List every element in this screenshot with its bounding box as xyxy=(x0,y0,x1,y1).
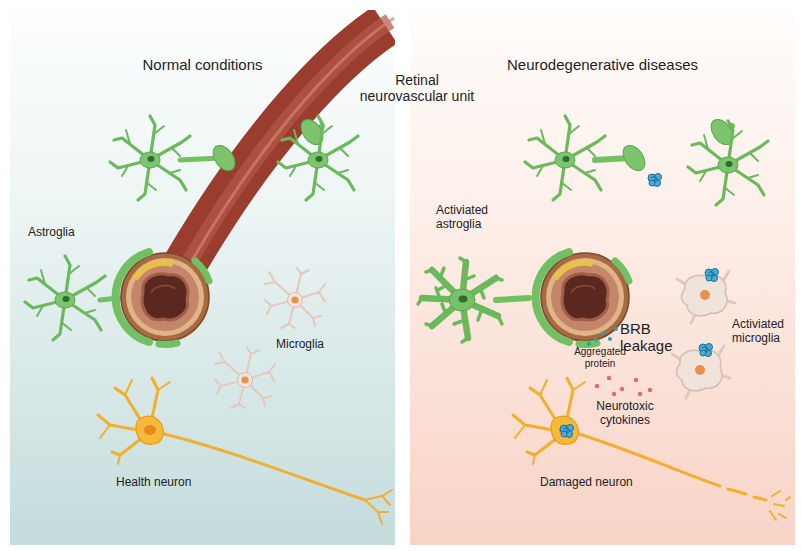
healthy-neuron xyxy=(365,490,392,524)
cytokine-dots xyxy=(607,376,611,380)
healthy-neuron xyxy=(98,378,392,524)
astrocyte-endfeet xyxy=(209,141,240,174)
leaked-protein-dots xyxy=(614,327,618,331)
damaged-neuron xyxy=(513,378,585,464)
cell-label: Microglia xyxy=(276,338,324,352)
healthy-neuron xyxy=(164,434,365,500)
microglia xyxy=(215,348,275,408)
activated-astrocyte xyxy=(418,258,502,342)
astrocyte-endfeet xyxy=(116,252,209,344)
cytokine-dots xyxy=(595,384,599,388)
leaked-protein-dots xyxy=(587,327,618,346)
normal-conditions-panel: Normal conditions xyxy=(10,10,395,545)
damaged-neuron xyxy=(513,378,790,520)
astrocyte xyxy=(110,116,190,200)
leaked-protein-dots xyxy=(594,338,598,342)
molecule-label: Neurotoxic cytokines xyxy=(585,400,665,428)
leaked-protein-dots xyxy=(608,337,612,341)
astrocyte xyxy=(525,116,605,200)
astrocyte-endfeet xyxy=(619,141,650,174)
astrocyte xyxy=(688,121,768,205)
normal-panel-art xyxy=(10,10,395,545)
leaked-protein-dots xyxy=(601,331,605,335)
astrocyte xyxy=(25,256,105,340)
unit-label: Retinal neurovascular unit xyxy=(352,72,482,104)
microglia xyxy=(265,268,325,328)
cytokine-dots xyxy=(648,388,652,392)
cell-label: Health neuron xyxy=(116,476,191,490)
cytokine-dots xyxy=(634,378,638,382)
process-label: BRB leakage xyxy=(620,320,680,355)
cell-label: Astroglia xyxy=(28,226,75,240)
cytokine-dots xyxy=(638,392,642,396)
healthy-neuron xyxy=(98,378,170,464)
damaged-neuron xyxy=(560,425,574,438)
molecule-label: Aggregated protein xyxy=(568,346,632,369)
damaged-neuron xyxy=(770,491,790,520)
cytokine-dots xyxy=(595,376,652,396)
panel-heading: Normal conditions xyxy=(10,56,395,74)
normal-panel-art xyxy=(10,10,395,545)
cell-label: Activiated astroglia xyxy=(436,204,508,232)
protein-aggregate xyxy=(648,174,662,187)
cell-label: Activiated microglia xyxy=(732,318,794,346)
cytokine-dots xyxy=(620,387,624,391)
panel-heading: Neurodegenerative diseases xyxy=(410,56,795,74)
cell-label: Damaged neuron xyxy=(540,476,633,490)
astrocyte-endfeet xyxy=(536,252,629,344)
astrocyte xyxy=(278,116,358,200)
leaked-protein-dots xyxy=(587,342,591,346)
protein-aggregate xyxy=(699,344,713,357)
cytokine-dots xyxy=(612,392,616,396)
damaged-neuron xyxy=(728,489,766,500)
protein-aggregate xyxy=(705,269,719,282)
